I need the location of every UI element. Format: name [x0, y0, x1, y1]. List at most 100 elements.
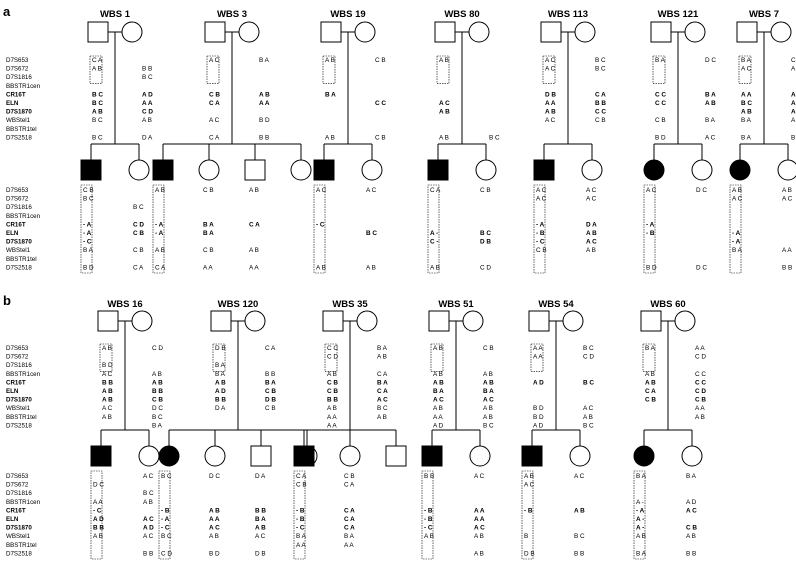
parent-genotype: B C — [489, 134, 500, 141]
parent-genotype: B C — [92, 91, 103, 98]
parent-genotype: B A — [215, 371, 226, 378]
affected-child-square — [521, 445, 543, 467]
parent-genotype: B A — [377, 379, 388, 386]
affected-child-circle — [643, 159, 665, 181]
parent-genotype: B A — [325, 91, 336, 98]
sibling-genotype: C A — [344, 482, 355, 489]
sibling-genotype: A C — [782, 196, 793, 203]
sibling-genotype: D A — [255, 473, 266, 480]
parent-genotype: A B — [259, 91, 270, 98]
parent-genotype: A B — [583, 414, 593, 421]
parent-genotype: D A — [142, 134, 153, 141]
sibling-circle — [339, 445, 361, 467]
haplotype-box — [89, 55, 103, 84]
child-genotype: C B — [296, 482, 307, 489]
parent-genotype: B C — [595, 66, 606, 73]
haplotype-box — [652, 55, 666, 84]
parent-genotype: B A — [741, 134, 752, 141]
parent-genotype: C B — [265, 405, 276, 412]
child-genotype: - C — [316, 221, 325, 228]
marker-label: D7S672 — [6, 482, 29, 489]
marker-label: BBSTR1tel — [6, 126, 37, 133]
child-genotype: A C — [732, 196, 743, 203]
parent-genotype: B B — [102, 379, 113, 386]
marker-label: D7S1816 — [6, 204, 32, 211]
child-genotype: - C — [161, 525, 170, 532]
sibling-circle — [475, 159, 497, 181]
parent-genotype: A B — [433, 405, 443, 412]
family-title: WBS 7 — [749, 9, 779, 20]
marker-label: WBStel1 — [6, 533, 31, 540]
sibling-circle — [128, 159, 150, 181]
sibling-genotype: A A — [209, 516, 220, 523]
mother-circle — [354, 21, 376, 43]
parent-genotype: C B — [791, 57, 796, 64]
sibling-genotype: B A — [203, 230, 214, 237]
affected-child-square — [80, 159, 102, 181]
parent-genotype: A C — [102, 405, 113, 412]
parent-genotype: A A — [695, 345, 705, 352]
sibling-genotype: B C — [133, 204, 144, 211]
deletion-haplotype-box — [521, 470, 534, 560]
affected-child-square — [152, 159, 174, 181]
sibling-circle — [361, 159, 383, 181]
parent-genotype: A B — [325, 134, 335, 141]
sibling-circle — [581, 159, 603, 181]
haplotype-box — [542, 55, 556, 84]
deletion-haplotype-box — [427, 184, 440, 274]
sibling-genotype: A B — [209, 533, 219, 540]
child-genotype: - A — [83, 221, 92, 228]
parent-genotype: A C — [433, 397, 444, 404]
parent-genotype: B B — [259, 134, 269, 141]
father-square — [650, 21, 672, 43]
child-genotype: A C — [536, 187, 547, 194]
parent-genotype: A B — [483, 371, 493, 378]
parent-genotype: B A — [483, 388, 494, 395]
parent-genotype: C B — [655, 117, 666, 124]
parent-genotype: A A — [327, 422, 337, 429]
father-square — [322, 310, 344, 332]
sibling-genotype: A C — [474, 473, 485, 480]
mother-circle — [574, 21, 596, 43]
marker-label: ELN — [6, 100, 19, 107]
parent-genotype: C B — [695, 397, 706, 404]
sibling-genotype: A B — [209, 507, 220, 514]
child-genotype: - A — [155, 230, 164, 237]
sibling-genotype: A D — [686, 499, 697, 506]
sibling-genotype: B A — [344, 533, 355, 540]
family-title: WBS 51 — [438, 299, 474, 310]
child-genotype: B D — [646, 264, 657, 271]
parent-genotype: B D — [533, 414, 544, 421]
parent-genotype: B C — [92, 134, 103, 141]
parent-genotype: A D — [142, 91, 153, 98]
sibling-genotype: D A — [586, 221, 597, 228]
parent-genotype: A B — [741, 109, 752, 116]
haplotype-box — [206, 55, 220, 84]
parent-genotype: A B — [152, 379, 163, 386]
marker-label: D7S2518 — [6, 264, 32, 271]
father-square — [736, 21, 758, 43]
sibling-genotype: C B — [686, 525, 697, 532]
child-genotype: B A — [636, 473, 647, 480]
parent-genotype: A B — [645, 371, 655, 378]
parent-genotype: C B — [375, 57, 386, 64]
sibling-genotype: B B — [143, 550, 153, 557]
parent-genotype: A A — [533, 345, 543, 352]
affected-child-square — [533, 159, 555, 181]
parent-genotype: A B — [152, 371, 162, 378]
marker-label: D7S653 — [6, 345, 29, 352]
sibling-genotype: B A — [203, 221, 214, 228]
deletion-haplotype-box — [90, 470, 103, 560]
child-genotype: - A — [536, 221, 545, 228]
sibling-genotype: A D — [143, 525, 154, 532]
parent-genotype: B A — [215, 362, 226, 369]
child-genotype: C A — [296, 473, 307, 480]
sibling-genotype: A B — [249, 187, 259, 194]
sibling-genotype: A A — [782, 247, 792, 254]
parent-genotype: C C — [655, 91, 666, 98]
child-genotype: B — [524, 533, 528, 540]
marker-label: D7S2518 — [6, 422, 32, 429]
child-genotype: - B — [296, 516, 305, 523]
parent-genotype: A C — [483, 397, 494, 404]
child-genotype: - A — [83, 230, 92, 237]
